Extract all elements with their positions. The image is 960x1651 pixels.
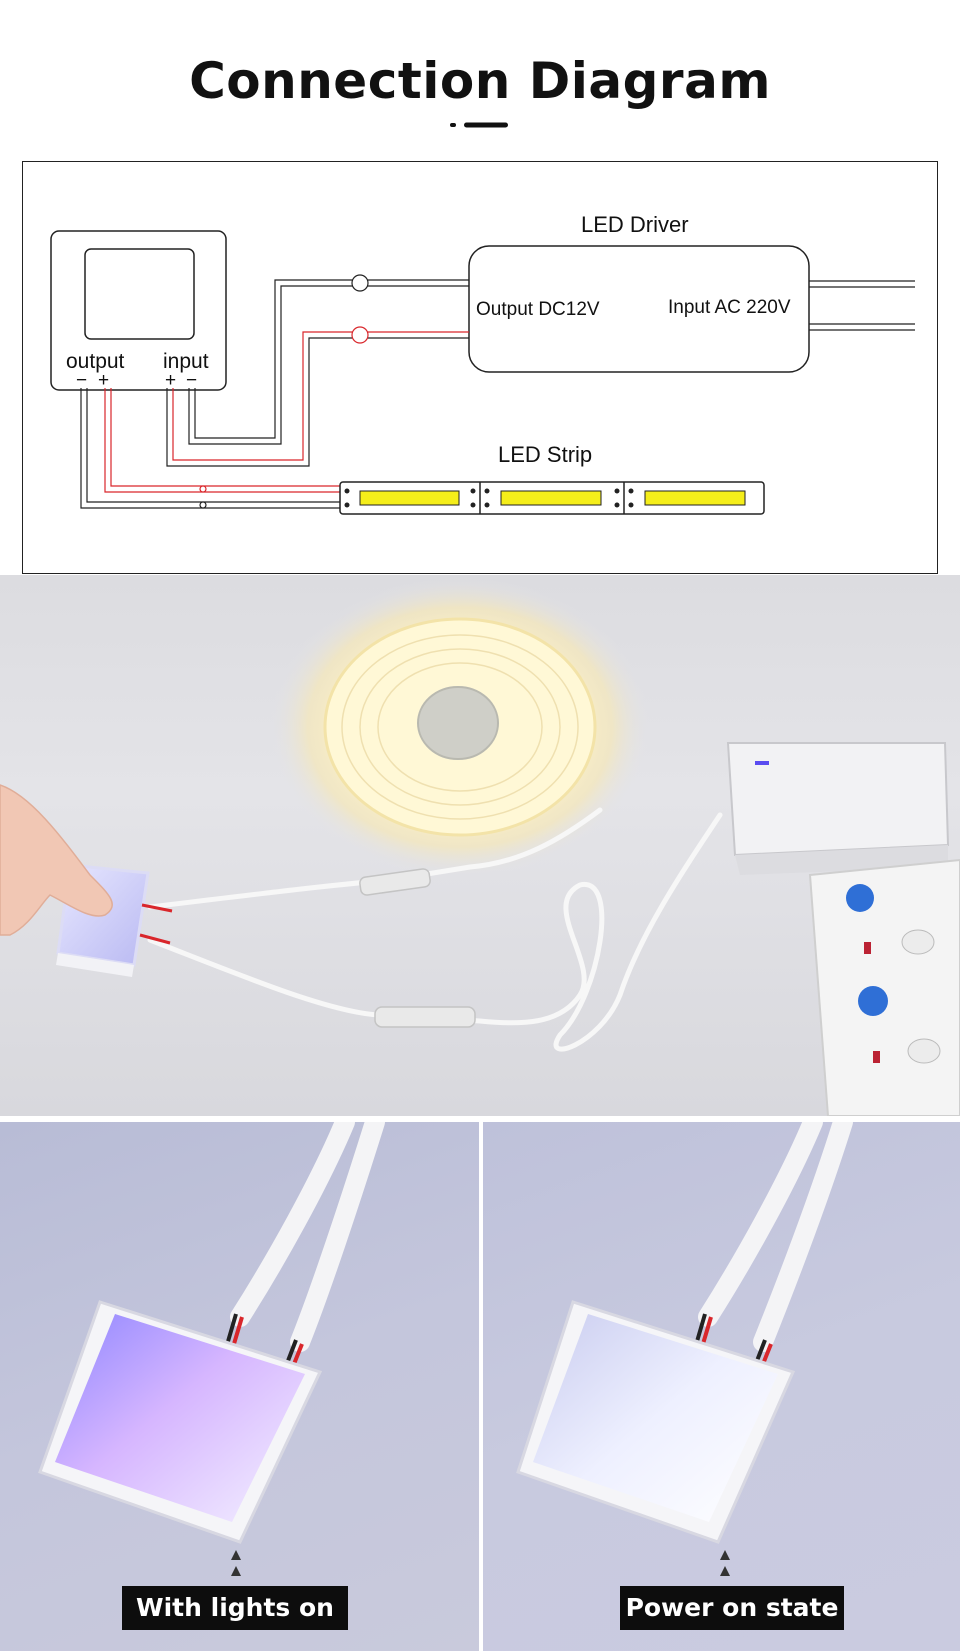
driver-output-label: Output DC12V: [476, 299, 600, 320]
led-segment-2: [500, 490, 602, 506]
arrow-indicator-icon: [720, 1550, 730, 1576]
input-minus-sign: −: [186, 370, 197, 391]
cable-connectors: [359, 868, 476, 1028]
finger-hand: [0, 784, 113, 936]
led-reel-rings: [341, 634, 579, 820]
ac-input-wires: [809, 280, 915, 331]
led-reel-hub: [417, 686, 499, 760]
lights-on-photo: [0, 1122, 479, 1651]
strip-positive-joint: [199, 485, 207, 493]
power-on-state-photo: [483, 1122, 960, 1651]
led-strip-dividers: [479, 482, 625, 514]
page-title: Connection Diagram: [189, 52, 771, 110]
wall-socket: [808, 858, 960, 1116]
led-segment-1: [359, 490, 460, 506]
title-underline: [450, 122, 508, 128]
output-plus-sign: +: [98, 370, 109, 391]
driver-negative-connector: [351, 274, 369, 292]
arrow-indicator-icon: [231, 1550, 241, 1576]
switch-cables: [698, 1122, 853, 1352]
caption-with-lights-on: With lights on: [122, 1586, 348, 1630]
switch-lit-panel: [55, 1314, 305, 1522]
caption-power-on-state: Power on state: [620, 1586, 844, 1630]
switch-positive-output-wire: [104, 388, 340, 493]
strip-negative-joint: [199, 501, 207, 509]
input-plus-sign: +: [165, 370, 176, 391]
led-strip-solder-pads: [344, 488, 634, 508]
power-adapter: [726, 742, 950, 875]
switch-negative-output-wire: [80, 388, 340, 509]
led-strip-label: LED Strip: [498, 442, 592, 467]
switch-cables: [230, 1122, 385, 1352]
led-driver-box: [468, 245, 810, 373]
switch-input-label: input: [163, 350, 209, 373]
switch-lit-panel: [533, 1314, 778, 1522]
product-demo-photo: [0, 575, 960, 1116]
connection-diagram: output input − + + − LED Driver Output D…: [22, 161, 938, 574]
switch-output-label: output: [66, 350, 125, 373]
led-segment-3: [644, 490, 746, 506]
output-minus-sign: −: [76, 370, 87, 391]
driver-negative-wire: [188, 279, 469, 445]
driver-positive-connector: [351, 326, 369, 344]
touch-switch-panel: [84, 248, 195, 340]
driver-input-label: Input AC 220V: [668, 297, 791, 318]
led-driver-label: LED Driver: [581, 212, 689, 237]
